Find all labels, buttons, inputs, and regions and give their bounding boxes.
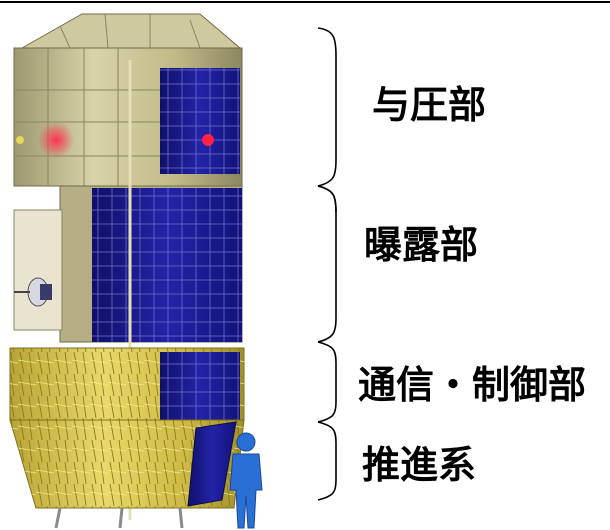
bracket-pressurized [317, 27, 337, 213]
propulsion-foil-texture [10, 420, 244, 508]
bracket-propulsion [317, 421, 337, 501]
antenna-dish [14, 277, 52, 307]
exposed-side-wall [13, 209, 63, 331]
label-propulsion-section: 推進系 [362, 443, 477, 487]
label-pressurized-section: 与圧部 [372, 83, 487, 127]
pressurized-cone [20, 13, 242, 49]
yellow-marker [16, 136, 24, 144]
astronaut-figure [229, 432, 263, 529]
bracket-exposed [317, 185, 337, 343]
solar-cells-upper [160, 68, 240, 174]
label-comm-control-section: 通信・制御部 [358, 363, 587, 407]
bracket-comm-control [317, 341, 337, 423]
pressurized-grid [14, 48, 160, 186]
solar-cells-lower [160, 352, 240, 420]
red-light-left [38, 122, 74, 158]
red-light-right [202, 134, 214, 146]
landing-legs [54, 507, 184, 529]
label-exposed-section: 曝露部 [364, 223, 479, 267]
solar-cells-middle [92, 188, 242, 342]
cone-panel-lines [59, 13, 201, 49]
propulsion-side-panel [187, 421, 237, 507]
